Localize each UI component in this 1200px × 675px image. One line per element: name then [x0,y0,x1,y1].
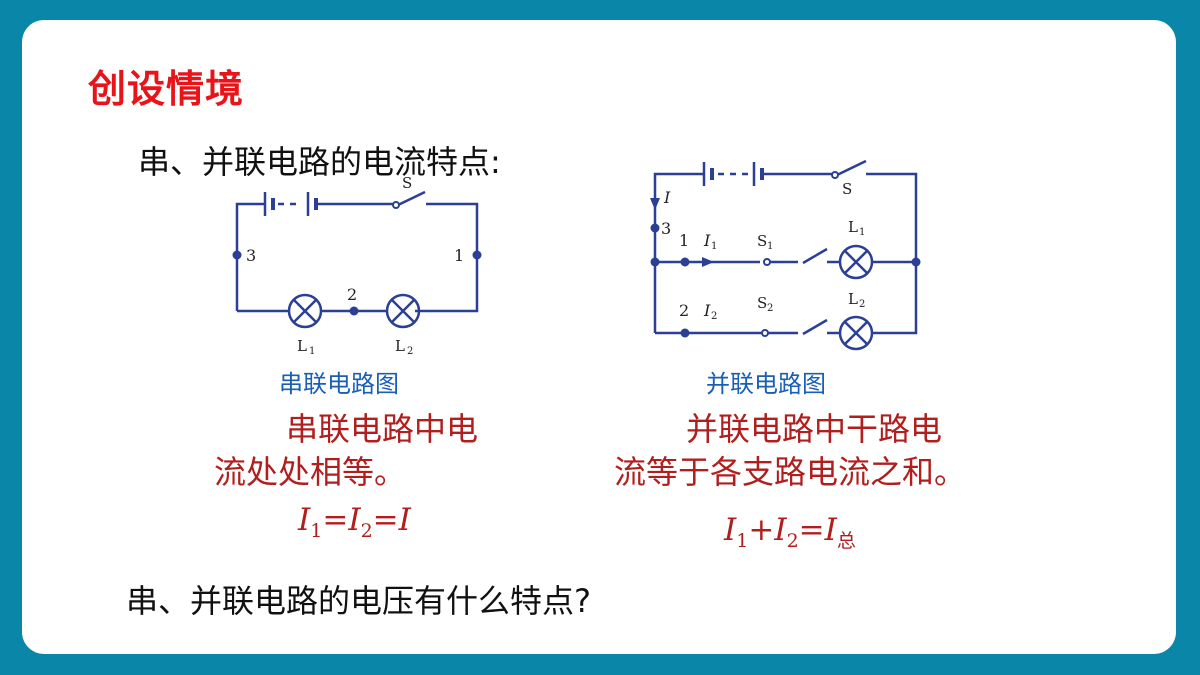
trunk-current-label: I [663,188,671,207]
parallel-caption: 并联电路图 [706,370,826,398]
branch2-current-label: I [703,301,711,320]
formula-i2-sub: 2 [360,520,373,543]
switch2-label: S [757,294,767,312]
switch1-label: S [757,232,767,250]
parallel-switch-label: S [842,180,852,198]
formula-i2: I [348,502,361,538]
slide-title: 创设情境 [88,67,245,111]
switch1-sub: 1 [767,241,773,252]
voltage-question: 串、并联电路的电压有什么特点? [126,582,591,620]
parallel-circuit-diagram: S I 3 1 I 1 S 1 L 1 2 I 2 S 2 L 2 [650,159,921,351]
series-node-1-label: 1 [454,246,464,265]
formula-i1-sub: 1 [736,530,749,553]
parallel-lamp1-label: L [848,218,858,236]
parallel-lamp1-sub: 1 [859,227,865,238]
branch1-current-sub: 1 [711,241,717,252]
formula-i1-sub: 1 [310,520,323,543]
series-rule-line1: 串联电路中电 [286,410,479,448]
series-node-3-label: 3 [246,246,256,265]
series-lamp1-label: L [297,337,307,355]
formula-equals: = [372,502,399,538]
series-switch-label: S [402,174,412,192]
series-circuit-diagram: S 3 1 2 L 1 L 2 [232,174,482,356]
formula-equals: = [798,512,825,548]
formula-i-total: I [824,512,837,548]
branch2-current-sub: 2 [711,311,717,322]
formula-i2-sub: 2 [786,530,799,553]
slide-card [22,20,1176,654]
parallel-rule-line1: 并联电路中干路电 [686,410,943,448]
series-rule-line2: 流处处相等。 [214,453,407,491]
series-lamp1-sub: 1 [309,346,315,356]
parallel-lamp2-sub: 2 [859,299,865,310]
branch1-current-label: I [703,231,711,250]
series-node-2-label: 2 [347,285,357,304]
formula-plus: + [748,512,775,548]
formula-equals: = [322,502,349,538]
series-current-formula: I1=I2=I [298,502,411,542]
formula-i: I [398,502,411,538]
parallel-node-2-label: 2 [679,301,689,320]
parallel-lamp2-label: L [848,290,858,308]
parallel-node-1-label: 1 [679,231,689,250]
parallel-current-formula: I1+I2=I总 [724,512,856,553]
switch2-sub: 2 [767,303,773,314]
series-caption: 串联电路图 [279,370,399,398]
formula-i2: I [774,512,787,548]
formula-i-total-sub: 总 [836,530,856,553]
series-lamp2-sub: 2 [407,346,413,356]
formula-i1: I [724,512,737,548]
formula-i1: I [298,502,311,538]
parallel-rule-line2: 流等于各支路电流之和。 [614,453,967,491]
series-lamp2-label: L [395,337,405,355]
section-heading: 串、并联电路的电流特点: [138,143,501,181]
parallel-node-3-label: 3 [661,219,671,238]
